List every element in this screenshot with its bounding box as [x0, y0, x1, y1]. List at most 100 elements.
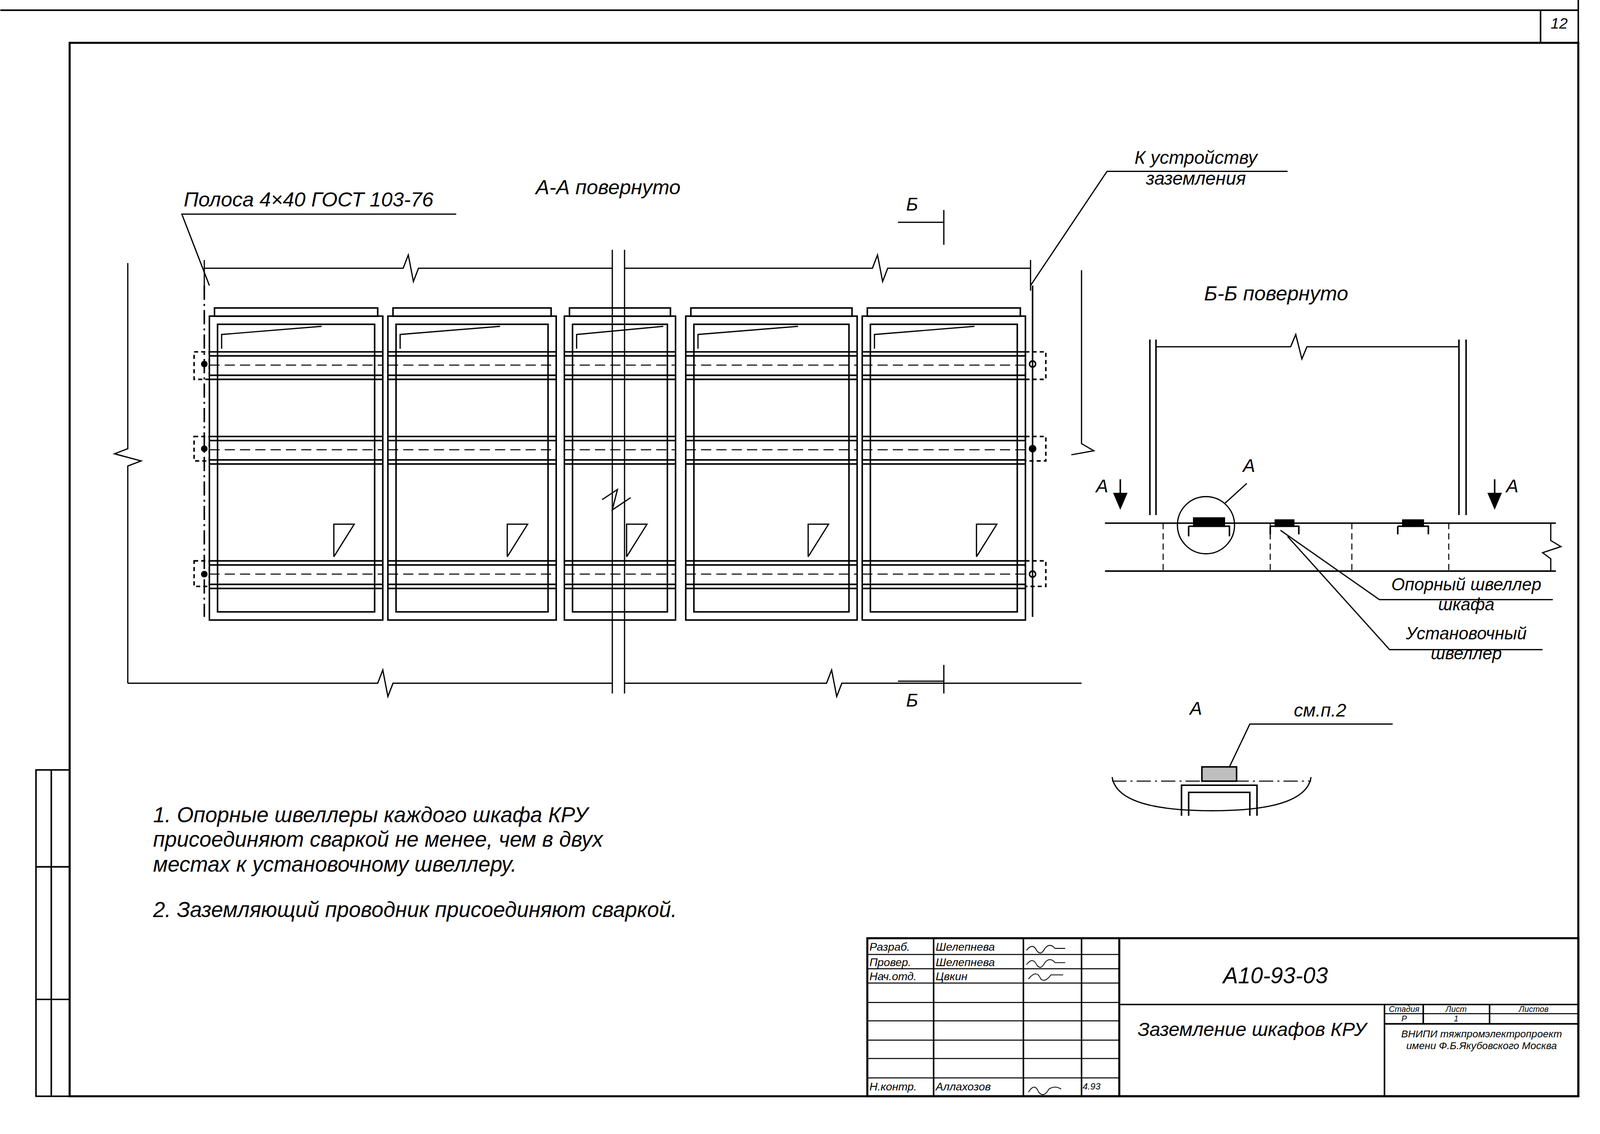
part-label: Установочный швеллер	[1379, 623, 1553, 664]
channel-line	[564, 583, 676, 586]
channel-hidden-line	[564, 573, 676, 575]
channel-line	[388, 439, 557, 442]
cabinet-row	[209, 308, 1026, 621]
channel-hidden-line	[209, 573, 383, 575]
channel-line	[564, 435, 676, 438]
cabinet-frame	[209, 316, 383, 621]
channel-line	[209, 439, 383, 442]
channel-hidden-line	[685, 364, 858, 366]
sheet-frame	[35, 770, 70, 1097]
table-cell: 4.93	[1082, 1081, 1101, 1093]
channel-line	[685, 355, 858, 357]
channel-line	[564, 459, 676, 461]
section-b-b	[1162, 523, 1164, 572]
title-block	[867, 954, 1120, 1079]
channel-line	[388, 355, 557, 357]
door-mark	[698, 326, 798, 349]
view-title: А-А повернуто	[535, 175, 681, 200]
table-cell: Листов	[1489, 1004, 1578, 1015]
section-b-b	[1351, 523, 1353, 572]
leader-lines	[943, 210, 945, 245]
grounding-strip	[1025, 436, 1046, 462]
section-b-b	[1542, 523, 1561, 572]
cabinet-door	[217, 324, 375, 613]
channel-line	[564, 463, 676, 465]
table-cell: Шелепнева	[935, 956, 995, 970]
channel-line	[564, 564, 676, 566]
channel-line	[388, 587, 557, 590]
door-mark	[400, 326, 501, 349]
grounding-strip	[194, 561, 210, 587]
channel-line	[564, 587, 676, 590]
sheet-frame	[35, 866, 70, 868]
note: 1. Опорные швеллеры каждого шкафа КРУ пр…	[152, 802, 684, 877]
channel-line	[388, 583, 557, 586]
signature	[1026, 945, 1065, 954]
part-label: Опорный швеллер шкафа	[1374, 574, 1559, 615]
section-b-b	[1104, 570, 1556, 572]
grounding-strip	[1025, 351, 1046, 380]
section-b-b	[1149, 339, 1151, 516]
channel-line	[209, 374, 383, 376]
channel-line	[388, 463, 557, 465]
title-block	[1383, 1004, 1386, 1097]
door-mark	[221, 326, 322, 349]
channel-hidden-line	[209, 364, 383, 366]
channel-line	[862, 374, 1026, 376]
channel-line	[388, 560, 557, 562]
dimension-lines	[1029, 260, 1032, 291]
sheet-number: 12	[1541, 14, 1577, 33]
material-label: Полоса 4×40 ГОСТ 103-76	[183, 187, 434, 212]
channel-hidden-line	[388, 364, 557, 366]
sheet-frame	[69, 42, 1579, 1097]
dimension-lines	[611, 250, 614, 695]
channel-line	[388, 351, 557, 353]
channel-line	[862, 560, 1026, 562]
organization: ВНИПИ тяжпромэлектропроект имени Ф.Б.Яку…	[1386, 1028, 1577, 1053]
signature	[1028, 1087, 1062, 1096]
channel-line	[209, 355, 383, 357]
cabinet-top	[690, 308, 852, 317]
grounding-strip	[201, 571, 207, 577]
table-cell: Нач.отд.	[869, 970, 917, 984]
detail-a	[1201, 767, 1237, 782]
channel-line	[685, 378, 858, 380]
channel-line	[862, 583, 1026, 586]
section-b-b	[1397, 526, 1428, 535]
grounding-strip	[201, 361, 207, 367]
channel-line	[685, 463, 858, 465]
channel-line	[209, 560, 383, 562]
section-mark: Б	[905, 193, 918, 216]
channel-line	[685, 351, 858, 353]
sheet-frame	[1539, 9, 1541, 43]
section-b-b	[1275, 520, 1294, 527]
channel-line	[564, 439, 676, 442]
channel-line	[862, 463, 1026, 465]
channel-line	[388, 374, 557, 376]
dimension-lines	[203, 260, 206, 291]
section-b-b	[1465, 339, 1467, 516]
channel-line	[209, 378, 383, 380]
title-block	[867, 1058, 1120, 1060]
title-block	[867, 1002, 1120, 1004]
channel-line	[209, 587, 383, 590]
table-cell: Аллахозов	[935, 1080, 991, 1094]
dimension-lines	[624, 669, 1082, 697]
sheet-frame	[1577, 0, 1580, 43]
leader-lines	[897, 680, 944, 683]
channel-hidden-line	[388, 573, 557, 575]
drawing-title: Заземление шкафов КРУ	[1129, 1018, 1375, 1041]
channel-line	[685, 374, 858, 376]
cabinet-frame	[862, 316, 1026, 621]
section-b-b	[1156, 334, 1459, 360]
leader-lines	[182, 171, 1288, 695]
table-cell: Провер.	[869, 956, 911, 970]
channel-line	[685, 583, 858, 586]
section-b-b	[1224, 483, 1247, 504]
table-cell: 1	[1423, 1014, 1489, 1024]
title-block	[867, 1077, 1120, 1079]
grounding-strip	[1029, 361, 1036, 368]
title-block	[1422, 1004, 1424, 1025]
detail-a	[1112, 724, 1393, 817]
